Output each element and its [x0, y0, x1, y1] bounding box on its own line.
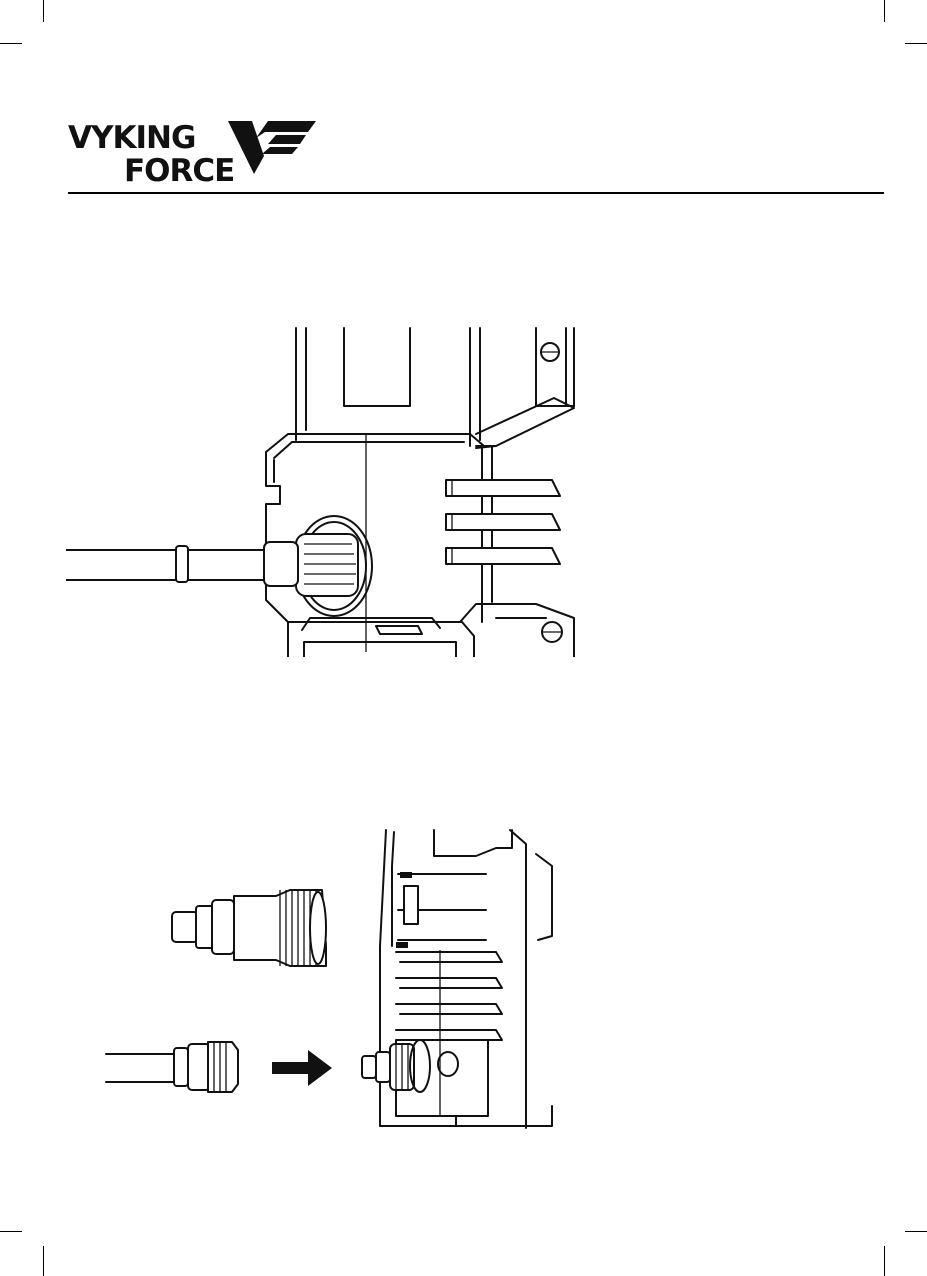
- hose-quick-coupler-icon: [106, 1042, 238, 1092]
- crop-mark: [0, 43, 22, 44]
- crop-mark: [43, 1246, 44, 1276]
- logo-v-mark-icon: [228, 121, 316, 174]
- crop-mark: [43, 0, 44, 22]
- washer-outlet-connector-icon: [362, 1040, 430, 1092]
- crop-mark: [884, 0, 885, 22]
- hose-quick-connector-attach-illustration: [100, 826, 560, 1136]
- header-rule: [68, 192, 884, 194]
- crop-mark: [884, 1246, 885, 1276]
- logo-text-line1: VYKING: [68, 120, 195, 156]
- crop-mark: [905, 43, 927, 44]
- hose-connected-to-washer-outlet-illustration: [66, 322, 582, 668]
- crop-mark: [905, 1231, 927, 1232]
- crop-mark: [0, 1231, 22, 1232]
- logo-text-line2: FORCE: [124, 153, 234, 186]
- arrow-right-icon: [272, 1050, 332, 1086]
- garden-hose-adapter-icon: [172, 890, 326, 966]
- brand-logo: VYKING FORCE: [68, 118, 318, 186]
